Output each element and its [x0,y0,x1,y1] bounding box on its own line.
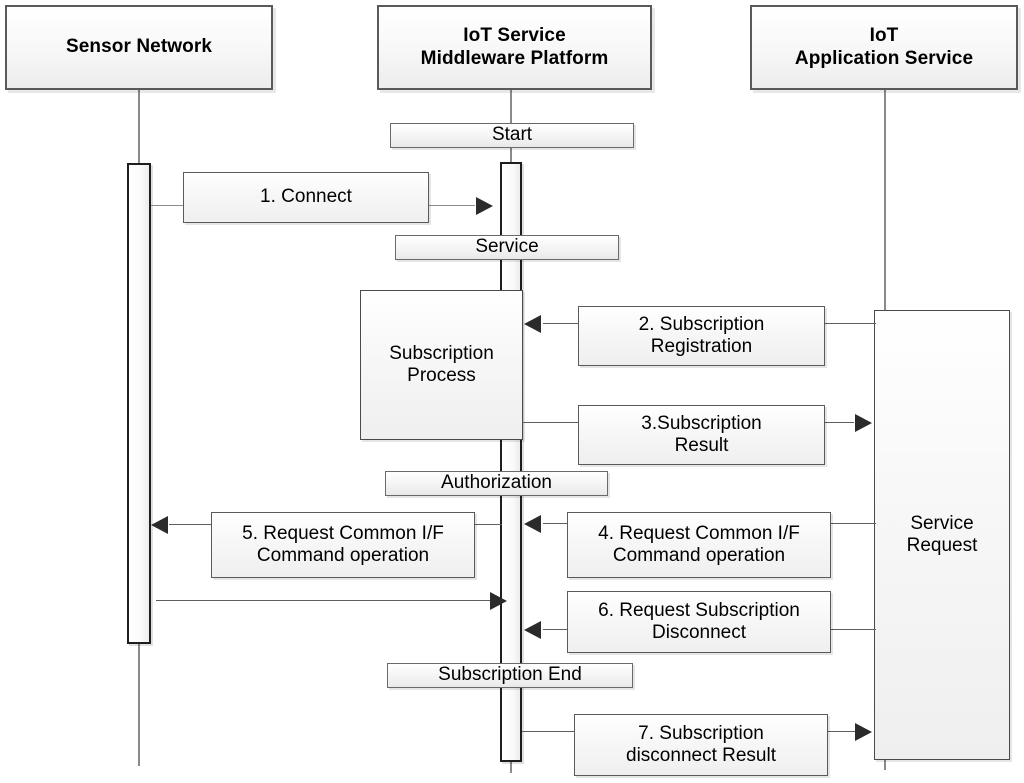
message-4-line-left [543,523,568,524]
message-6-line-right [831,629,876,630]
process-box-line-2: Request [906,535,978,556]
participant-label-line-1: IoT Service [463,25,566,47]
participant-sensor-network[interactable]: Sensor Network [5,5,273,90]
message-5-line-2: Command operation [256,545,430,566]
message-7-line-left [522,731,575,732]
phase-label: Start [491,124,533,146]
message-7-arrowhead [855,723,872,741]
process-box-service-request[interactable]: Service Request [874,310,1010,760]
phase-bar-service: Service [395,235,619,260]
message-3-line-2: Result [674,435,729,456]
participant-label-line-2: Application Service [794,47,974,69]
participant-iot-service-middleware-platform[interactable]: IoT Service Middleware Platform [377,5,652,90]
message-4-line-right [831,523,876,524]
message-2-line-1: 2. Subscription [638,313,765,335]
message-1-line-left [151,205,185,206]
message-3-line-1: 3.Subscription [641,412,762,434]
message-2-arrowhead [524,315,541,333]
process-box-line-2: Process [407,365,476,386]
message-1-arrowhead [476,197,493,215]
message-4-line-1: 4. Request Common I/F [598,522,800,544]
phase-label: Service [475,236,539,258]
message-6-line-1: 6. Request Subscription [598,599,800,621]
message-7-line-2: disconnect Result [626,745,776,766]
message-2-line-left [543,323,579,324]
message-2-line-right [824,323,876,324]
message-5-label[interactable]: 5. Request Common I/F Command operation [211,512,475,578]
message-6-label[interactable]: 6. Request Subscription Disconnect [567,591,831,653]
message-3-arrowhead [855,414,872,432]
process-box-subscription-process[interactable]: Subscription Process [360,290,523,440]
message-6-arrowhead [524,621,541,639]
message-3-label[interactable]: 3.Subscription Result [578,405,825,465]
process-box-line-1: Service [910,512,974,534]
message-3-line-left [522,422,579,423]
message-6-line-2: Disconnect [652,622,746,643]
message-1-line-right [428,205,475,206]
message-4-line-2: Command operation [612,545,786,566]
phase-bar-start: Start [390,123,634,148]
message-2-label[interactable]: 2. Subscription Registration [578,306,825,366]
message-1-line-1: 1. Connect [260,186,352,208]
message-6-line-left [543,629,568,630]
message-7-line-right [827,731,855,732]
message-1-label[interactable]: 1. Connect [183,172,429,223]
message-5-line-left [169,524,212,525]
unlabeled-message-line [156,600,491,601]
message-7-line-1: 7. Subscription [638,722,764,744]
message-7-label[interactable]: 7. Subscription disconnect Result [574,714,828,776]
message-5-line-1: 5. Request Common I/F [242,522,444,544]
participant-label-line-1: Sensor Network [65,36,213,58]
participant-label-line-2: Middleware Platform [420,47,609,69]
unlabeled-message-arrowhead [490,592,507,610]
participant-iot-application-service[interactable]: IoT Application Service [750,5,1018,90]
phase-label: Subscription End [438,664,582,686]
message-2-line-2: Registration [650,336,753,357]
phase-label: Authorization [441,472,552,494]
phase-bar-authorization: Authorization [385,471,608,496]
participant-label-line-1: IoT [869,25,899,47]
process-box-line-1: Subscription [389,342,494,364]
activation-bar-sensor-network [127,163,151,644]
message-4-arrowhead [524,515,541,533]
phase-bar-subscription-end: Subscription End [387,663,633,688]
message-3-line-right [824,422,854,423]
message-5-arrowhead [151,516,168,534]
message-5-line-right [475,524,502,525]
message-4-label[interactable]: 4. Request Common I/F Command operation [567,512,831,578]
